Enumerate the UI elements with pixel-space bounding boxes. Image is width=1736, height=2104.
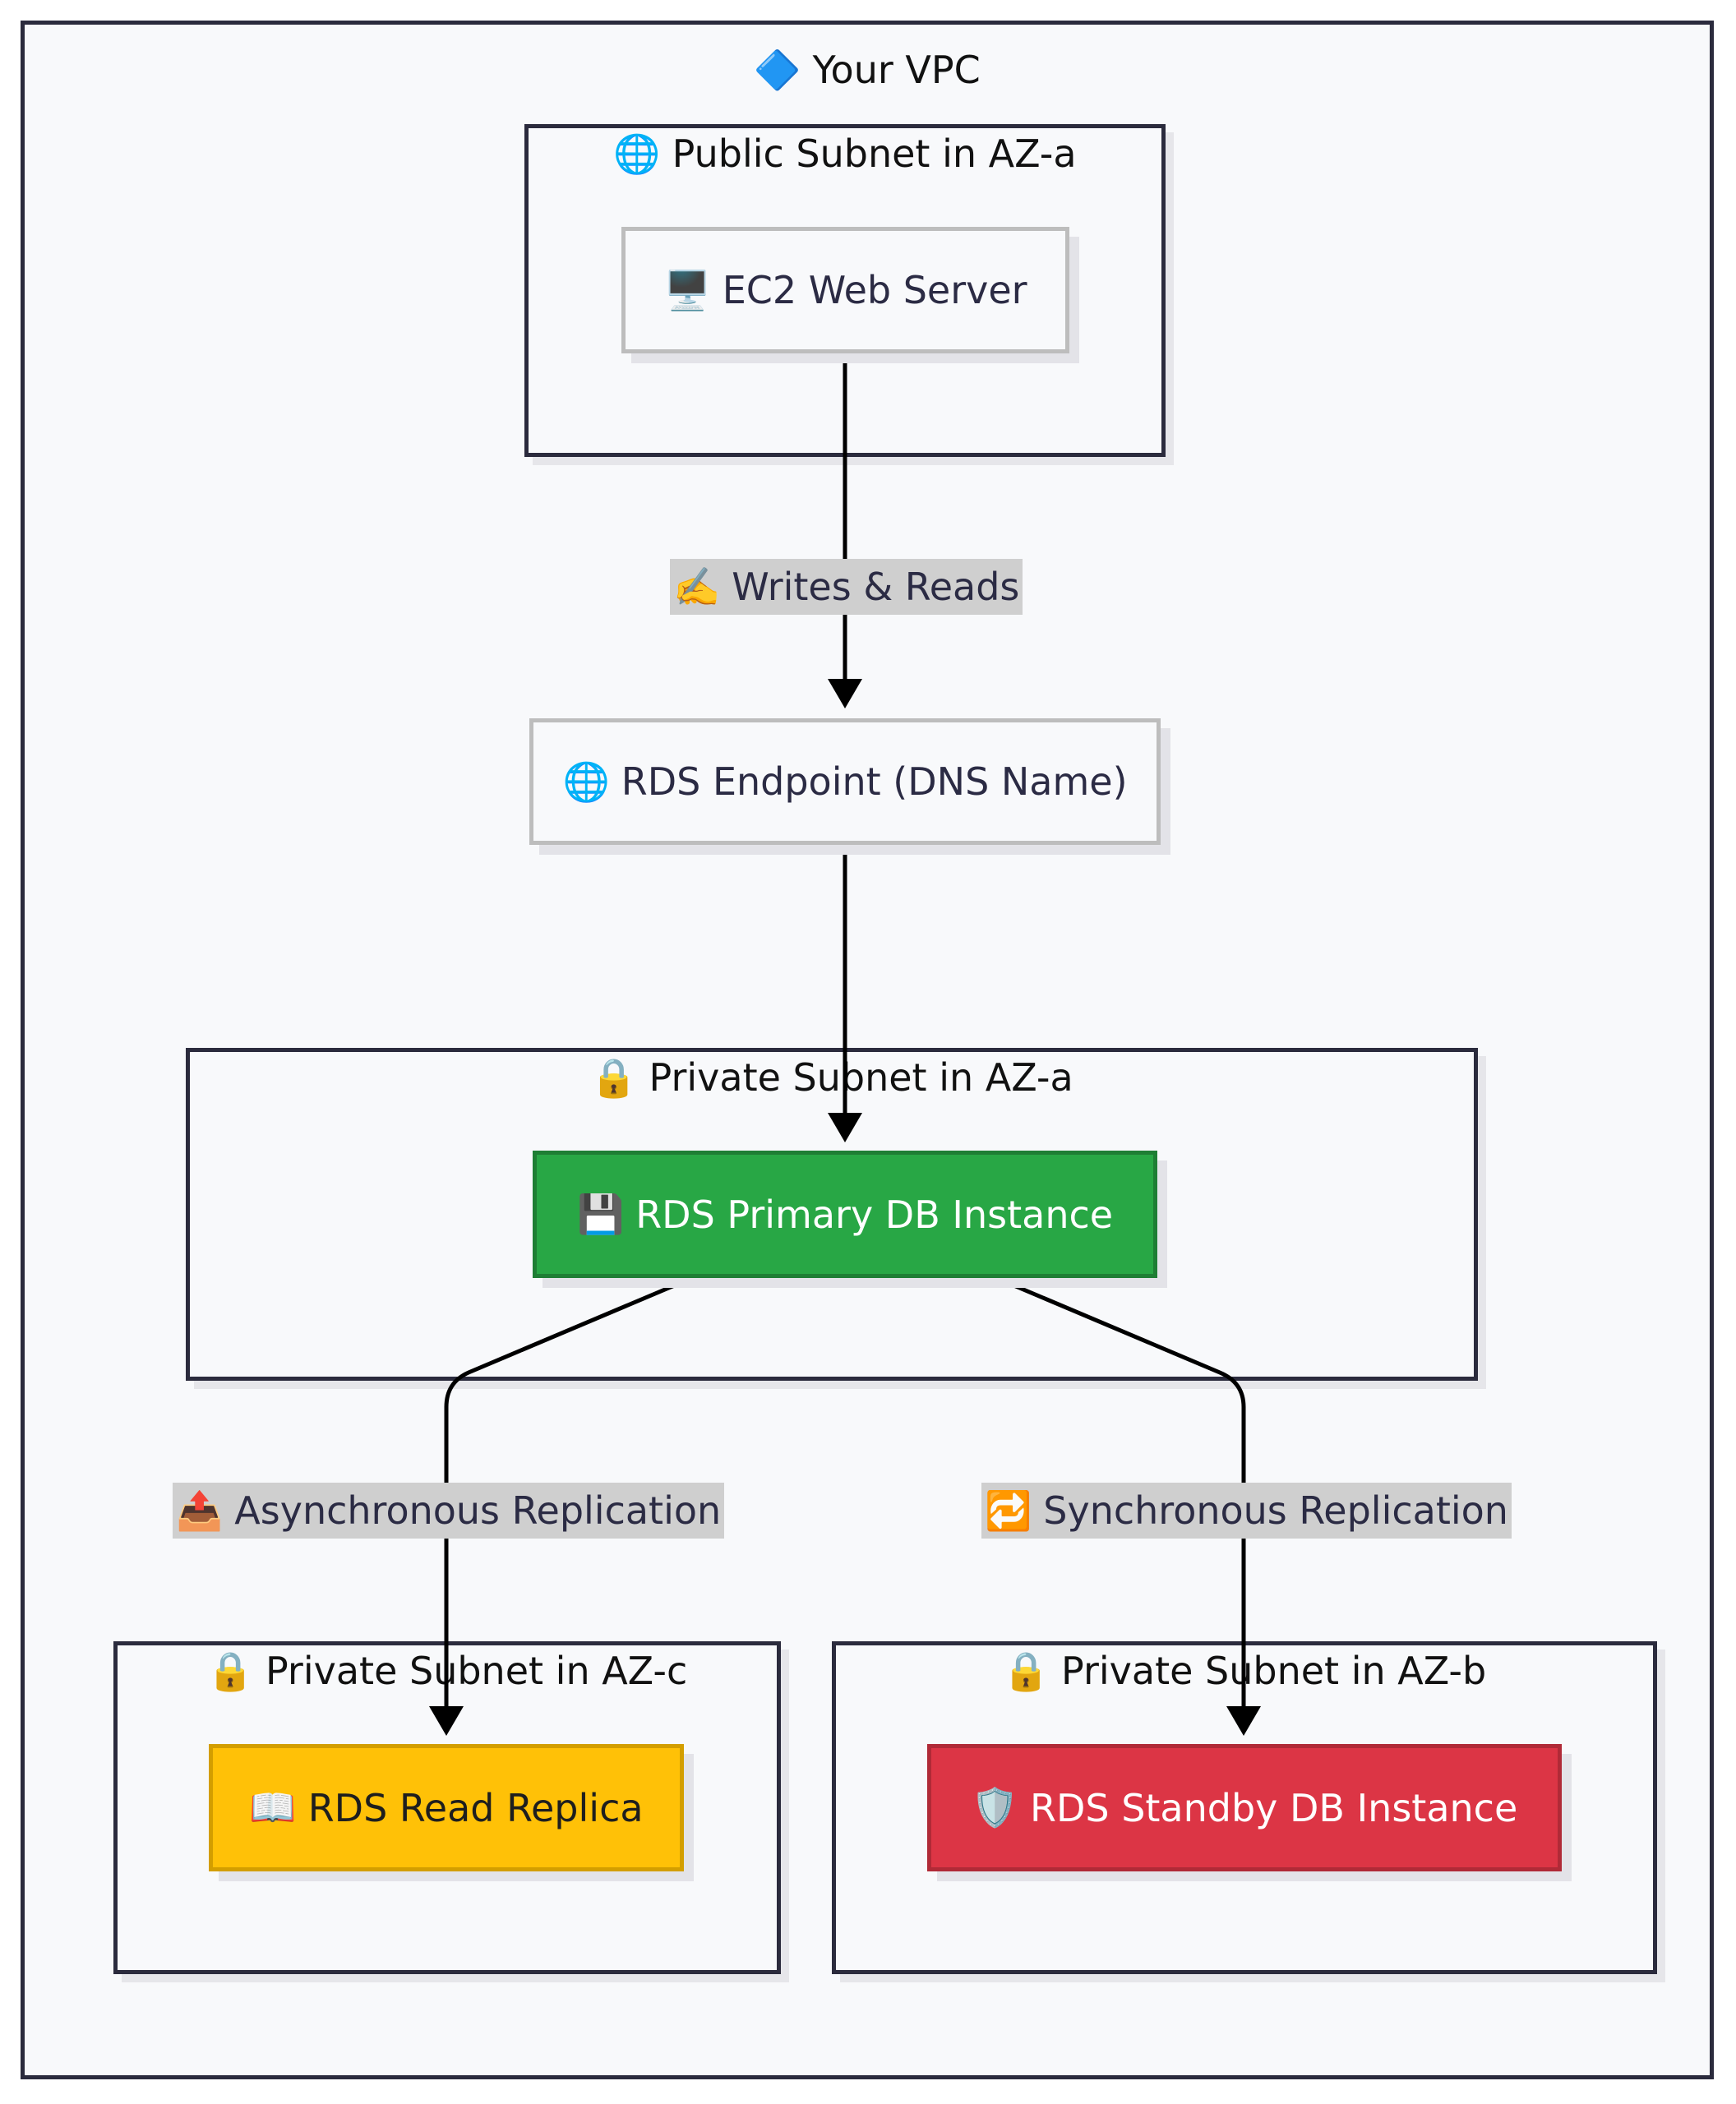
private-subnet-az-a: 🔒Private Subnet in AZ-a: [186, 1048, 1478, 1381]
edge-primary-to-replica: [444, 1276, 693, 1708]
rds-primary-db-node[interactable]: 💾RDS Primary DB Instance: [533, 1151, 1157, 1278]
diamond-icon: 🔷: [754, 48, 801, 92]
arrowhead-primary: [828, 1113, 862, 1142]
edge-label-writes-reads: ✍️Writes & Reads: [670, 559, 1023, 615]
edge-label-async-replication: 📤Asynchronous Replication: [173, 1483, 725, 1539]
arrowhead-replica: [429, 1706, 464, 1736]
rds-endpoint-node[interactable]: 🌐RDS Endpoint (DNS Name): [529, 718, 1161, 845]
shield-icon: 🛡️: [971, 1785, 1018, 1829]
private-subnet-b-title: 🔒Private Subnet in AZ-b: [1002, 1649, 1487, 1693]
lock-icon: 🔒: [1002, 1649, 1050, 1693]
writing-hand-icon: ✍️: [673, 565, 721, 609]
lock-icon: 🔒: [590, 1055, 638, 1100]
globe-icon: 🌐: [613, 132, 661, 176]
private-subnet-a-title: 🔒Private Subnet in AZ-a: [590, 1055, 1073, 1100]
public-subnet-title: 🌐Public Subnet in AZ-a: [613, 132, 1077, 176]
private-subnet-c-title: 🔒Private Subnet in AZ-c: [206, 1649, 688, 1693]
vpc-title: 🔷Your VPC: [754, 48, 981, 92]
rds-standby-db-node[interactable]: 🛡️RDS Standby DB Instance: [927, 1744, 1562, 1871]
arrowhead-standby: [1226, 1706, 1261, 1736]
globe-icon: 🌐: [562, 759, 610, 804]
ec2-web-server-node[interactable]: 🖥️EC2 Web Server: [621, 227, 1069, 353]
lock-icon: 🔒: [206, 1649, 254, 1693]
book-icon: 📖: [249, 1785, 297, 1829]
desktop-icon: 🖥️: [663, 267, 711, 312]
rds-read-replica-node[interactable]: 📖RDS Read Replica: [209, 1744, 684, 1871]
floppy-disk-icon: 💾: [576, 1192, 625, 1236]
arrowhead-endpoint: [828, 679, 862, 708]
edge-primary-to-standby: [995, 1276, 1246, 1708]
outbox-tray-icon: 📤: [176, 1488, 224, 1533]
edge-label-sync-replication: 🔁Synchronous Replication: [981, 1483, 1512, 1539]
repeat-icon: 🔁: [985, 1488, 1032, 1533]
